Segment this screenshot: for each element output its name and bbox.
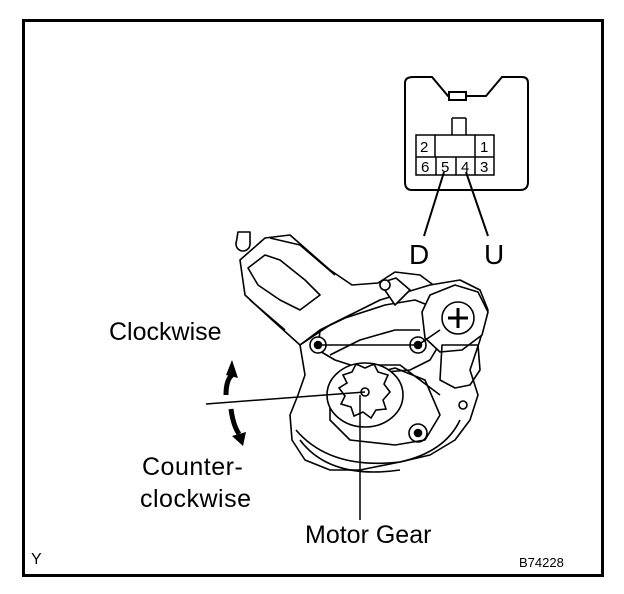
pin-6: 6 xyxy=(421,159,429,176)
figure-code: B74228 xyxy=(519,555,564,570)
corner-mark: Y xyxy=(31,551,42,568)
terminal-d-label: D xyxy=(409,239,430,270)
motor-gear-label: Motor Gear xyxy=(305,521,432,549)
terminal-u-label: U xyxy=(484,239,505,270)
leader-lines xyxy=(205,391,366,520)
motor-gear xyxy=(326,362,404,428)
counterclockwise-label-line1: Counter- xyxy=(142,453,244,481)
connector-pins: 2 1 6 5 4 3 xyxy=(420,139,488,176)
connector xyxy=(404,76,529,237)
pin-2: 2 xyxy=(420,139,428,156)
clockwise-label: Clockwise xyxy=(109,318,222,346)
counterclockwise-arrow xyxy=(228,408,246,446)
pin-1: 1 xyxy=(480,139,488,156)
counterclockwise-label-line2: clockwise xyxy=(140,485,252,513)
pin-5: 5 xyxy=(441,159,449,176)
pin-3: 3 xyxy=(480,159,488,176)
motor-body xyxy=(235,231,489,473)
pin-4: 4 xyxy=(461,159,469,176)
clockwise-arrow xyxy=(223,360,238,396)
